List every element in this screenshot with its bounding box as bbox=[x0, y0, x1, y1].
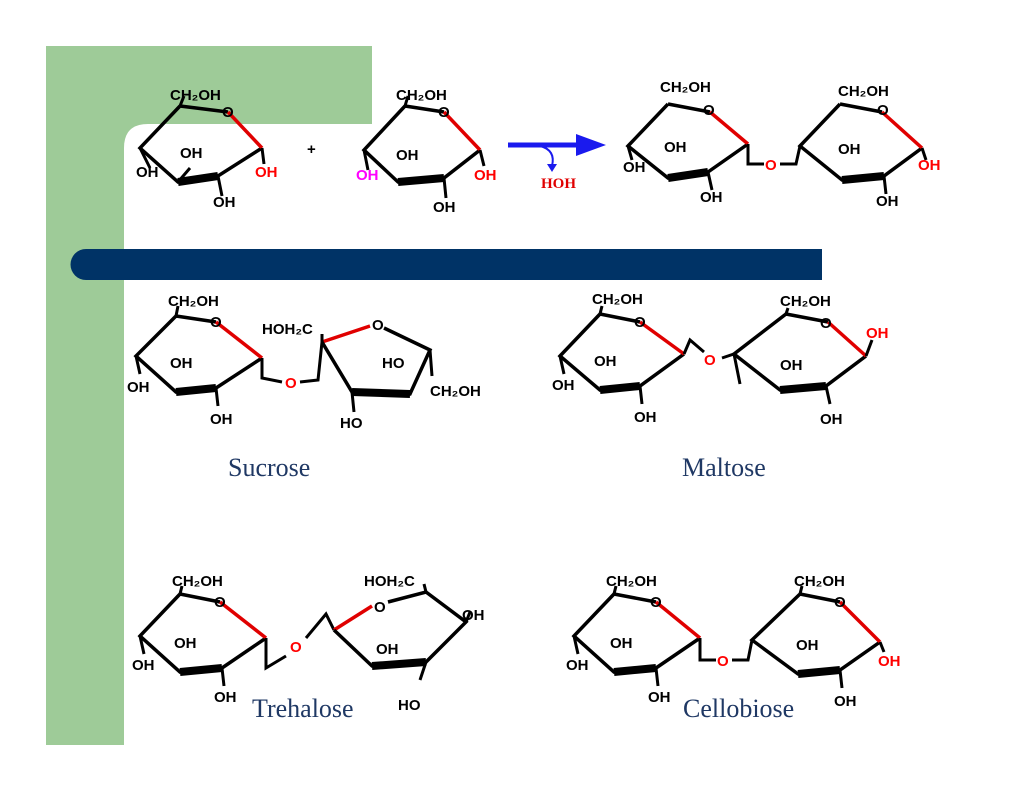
label-l-o: O bbox=[650, 594, 662, 611]
label-r-oh-right: OH bbox=[866, 325, 889, 342]
label-r-oh-in: OH bbox=[780, 357, 803, 374]
label-l-oh-bottom: OH bbox=[648, 689, 671, 706]
plus-sign: + bbox=[307, 141, 316, 158]
label-l-oh-in: OH bbox=[594, 353, 617, 370]
label-fru-ch2oh: CH₂OH bbox=[430, 383, 481, 400]
label-glc-ch2oh: CH₂OH bbox=[168, 293, 219, 310]
label-l-oh-bottom: OH bbox=[214, 689, 237, 706]
label-left-oh-in: OH bbox=[664, 139, 687, 156]
label-ring-o: O bbox=[222, 104, 234, 121]
caption-trehalose: Trehalose bbox=[252, 694, 354, 723]
label-r-oh-in: OH bbox=[376, 641, 399, 658]
label-right-ring-o: O bbox=[877, 102, 889, 119]
label-l-ch2oh: CH₂OH bbox=[592, 291, 643, 308]
trehalose-structure: CH₂OH O OH OH OH O HOH₂C O OH OH HO bbox=[132, 573, 485, 714]
label-r-hoh2c: HOH₂C bbox=[364, 573, 415, 590]
label-glc-oh-left: OH bbox=[127, 379, 150, 396]
label-r-o: O bbox=[374, 599, 386, 616]
label-left-ch2oh: CH₂OH bbox=[660, 79, 711, 96]
label-oh-in: OH bbox=[180, 145, 203, 162]
label-ch2oh: CH₂OH bbox=[170, 87, 221, 104]
label-l-oh-left: OH bbox=[132, 657, 155, 674]
label-oh-right: OH bbox=[255, 164, 278, 181]
label-link-o: O bbox=[717, 653, 729, 670]
label-r-o: O bbox=[820, 315, 832, 332]
reaction-arrow-icon bbox=[508, 134, 606, 172]
label-l-o: O bbox=[634, 314, 646, 331]
disaccharide-product: CH₂OH O OH OH OH O CH₂OH O OH OH OH bbox=[623, 79, 941, 210]
label-glc-oh-in: OH bbox=[170, 355, 193, 372]
label-right-ch2oh: CH₂OH bbox=[838, 83, 889, 100]
label-l-ch2oh: CH₂OH bbox=[606, 573, 657, 590]
label-oh-left: OH bbox=[356, 167, 379, 184]
label-oh-left: OH bbox=[136, 164, 159, 181]
label-l-oh-in: OH bbox=[174, 635, 197, 652]
label-left-oh-bottom: OH bbox=[700, 189, 723, 206]
caption-cellobiose: Cellobiose bbox=[683, 694, 794, 723]
label-link-o: O bbox=[290, 639, 302, 656]
glucose-molecule-b: CH₂OH O OH OH OH OH bbox=[356, 87, 497, 216]
label-left-ring-o: O bbox=[703, 102, 715, 119]
label-r-ho-bottom: HO bbox=[398, 697, 421, 714]
label-fru-o: O bbox=[372, 317, 384, 334]
water-byproduct-label: HOH bbox=[541, 176, 576, 192]
label-fru-ho-in: HO bbox=[382, 355, 405, 372]
label-oh-bottom: OH bbox=[433, 199, 456, 216]
label-ch2oh: CH₂OH bbox=[396, 87, 447, 104]
label-r-oh-bottom: OH bbox=[834, 693, 857, 710]
caption-sucrose: Sucrose bbox=[228, 453, 310, 482]
label-link-o: O bbox=[704, 352, 716, 369]
label-r-oh-right: OH bbox=[462, 607, 485, 624]
glucose-molecule-a: CH₂OH O OH OH OH OH bbox=[136, 87, 278, 211]
label-l-ch2oh: CH₂OH bbox=[172, 573, 223, 590]
label-l-oh-left: OH bbox=[566, 657, 589, 674]
label-r-o: O bbox=[834, 594, 846, 611]
label-l-o: O bbox=[214, 594, 226, 611]
label-r-oh-bottom: OH bbox=[820, 411, 843, 428]
sucrose-structure: CH₂OH O OH OH OH O HOH₂C O HO CH₂OH HO bbox=[127, 293, 481, 432]
maltose-structure: CH₂OH O OH OH OH O CH₂OH O OH OH OH bbox=[552, 291, 889, 428]
label-ring-o: O bbox=[438, 104, 450, 121]
label-fru-hoh2c: HOH₂C bbox=[262, 321, 313, 338]
label-r-oh-right: OH bbox=[878, 653, 901, 670]
label-right-oh-bottom: OH bbox=[876, 193, 899, 210]
label-oh-right: OH bbox=[474, 167, 497, 184]
label-l-oh-in: OH bbox=[610, 635, 633, 652]
label-fru-ho-bottom: HO bbox=[340, 415, 363, 432]
label-left-oh-left: OH bbox=[623, 159, 646, 176]
label-r-ch2oh: CH₂OH bbox=[780, 293, 831, 310]
label-oh-bottom: OH bbox=[213, 194, 236, 211]
label-right-oh-right: OH bbox=[918, 157, 941, 174]
label-r-ch2oh: CH₂OH bbox=[794, 573, 845, 590]
label-oh-in: OH bbox=[396, 147, 419, 164]
label-r-oh-in: OH bbox=[796, 637, 819, 654]
green-accent-panel bbox=[46, 46, 372, 745]
label-link-o: O bbox=[285, 375, 297, 392]
label-l-oh-left: OH bbox=[552, 377, 575, 394]
navy-divider-bar bbox=[70, 249, 822, 280]
label-l-oh-bottom: OH bbox=[634, 409, 657, 426]
label-right-oh-in: OH bbox=[838, 141, 861, 158]
label-glc-oh-bottom: OH bbox=[210, 411, 233, 428]
cellobiose-structure: CH₂OH O OH OH OH O CH₂OH O OH OH OH bbox=[566, 573, 901, 710]
label-link-o: O bbox=[765, 157, 777, 174]
caption-maltose: Maltose bbox=[682, 453, 766, 482]
label-glc-o: O bbox=[210, 314, 222, 331]
